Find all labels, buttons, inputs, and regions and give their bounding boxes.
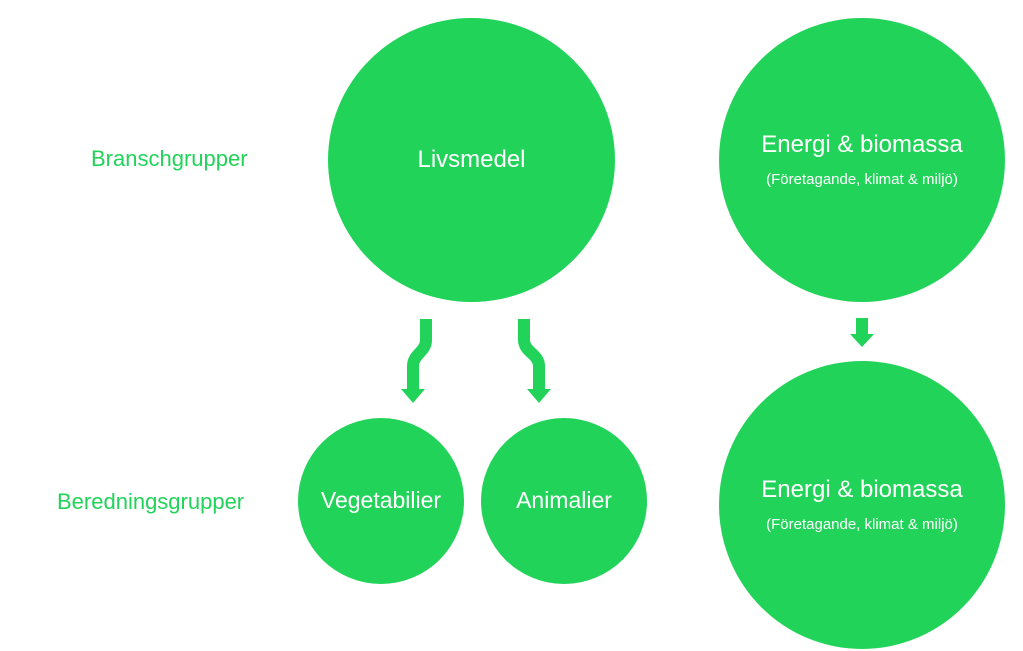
curved-arrow-down-right-icon <box>518 319 551 403</box>
circle-animalier: Animalier <box>481 418 647 584</box>
circle-title: Livsmedel <box>417 145 526 173</box>
circle-title: Vegetabilier <box>320 487 442 514</box>
circle-energi-biomassa-top: Energi & biomassa (Företagande, klimat &… <box>719 18 1005 302</box>
circle-vegetabilier: Vegetabilier <box>298 418 464 584</box>
circle-livsmedel: Livsmedel <box>328 18 615 302</box>
circle-subtitle: (Företagande, klimat & miljö) <box>766 515 958 533</box>
circle-subtitle: (Företagande, klimat & miljö) <box>766 170 958 188</box>
circle-energi-biomassa-bottom: Energi & biomassa (Företagande, klimat &… <box>719 361 1005 649</box>
curved-arrow-down-left-icon <box>401 319 432 403</box>
arrow-down-icon <box>850 318 874 347</box>
row-label-beredningsgrupper: Beredningsgrupper <box>57 489 245 514</box>
circle-title: Animalier <box>516 487 612 514</box>
row-label-branschgrupper: Branschgrupper <box>91 146 248 171</box>
circle-title: Energi & biomassa <box>761 130 963 158</box>
circle-title: Energi & biomassa <box>761 475 963 503</box>
